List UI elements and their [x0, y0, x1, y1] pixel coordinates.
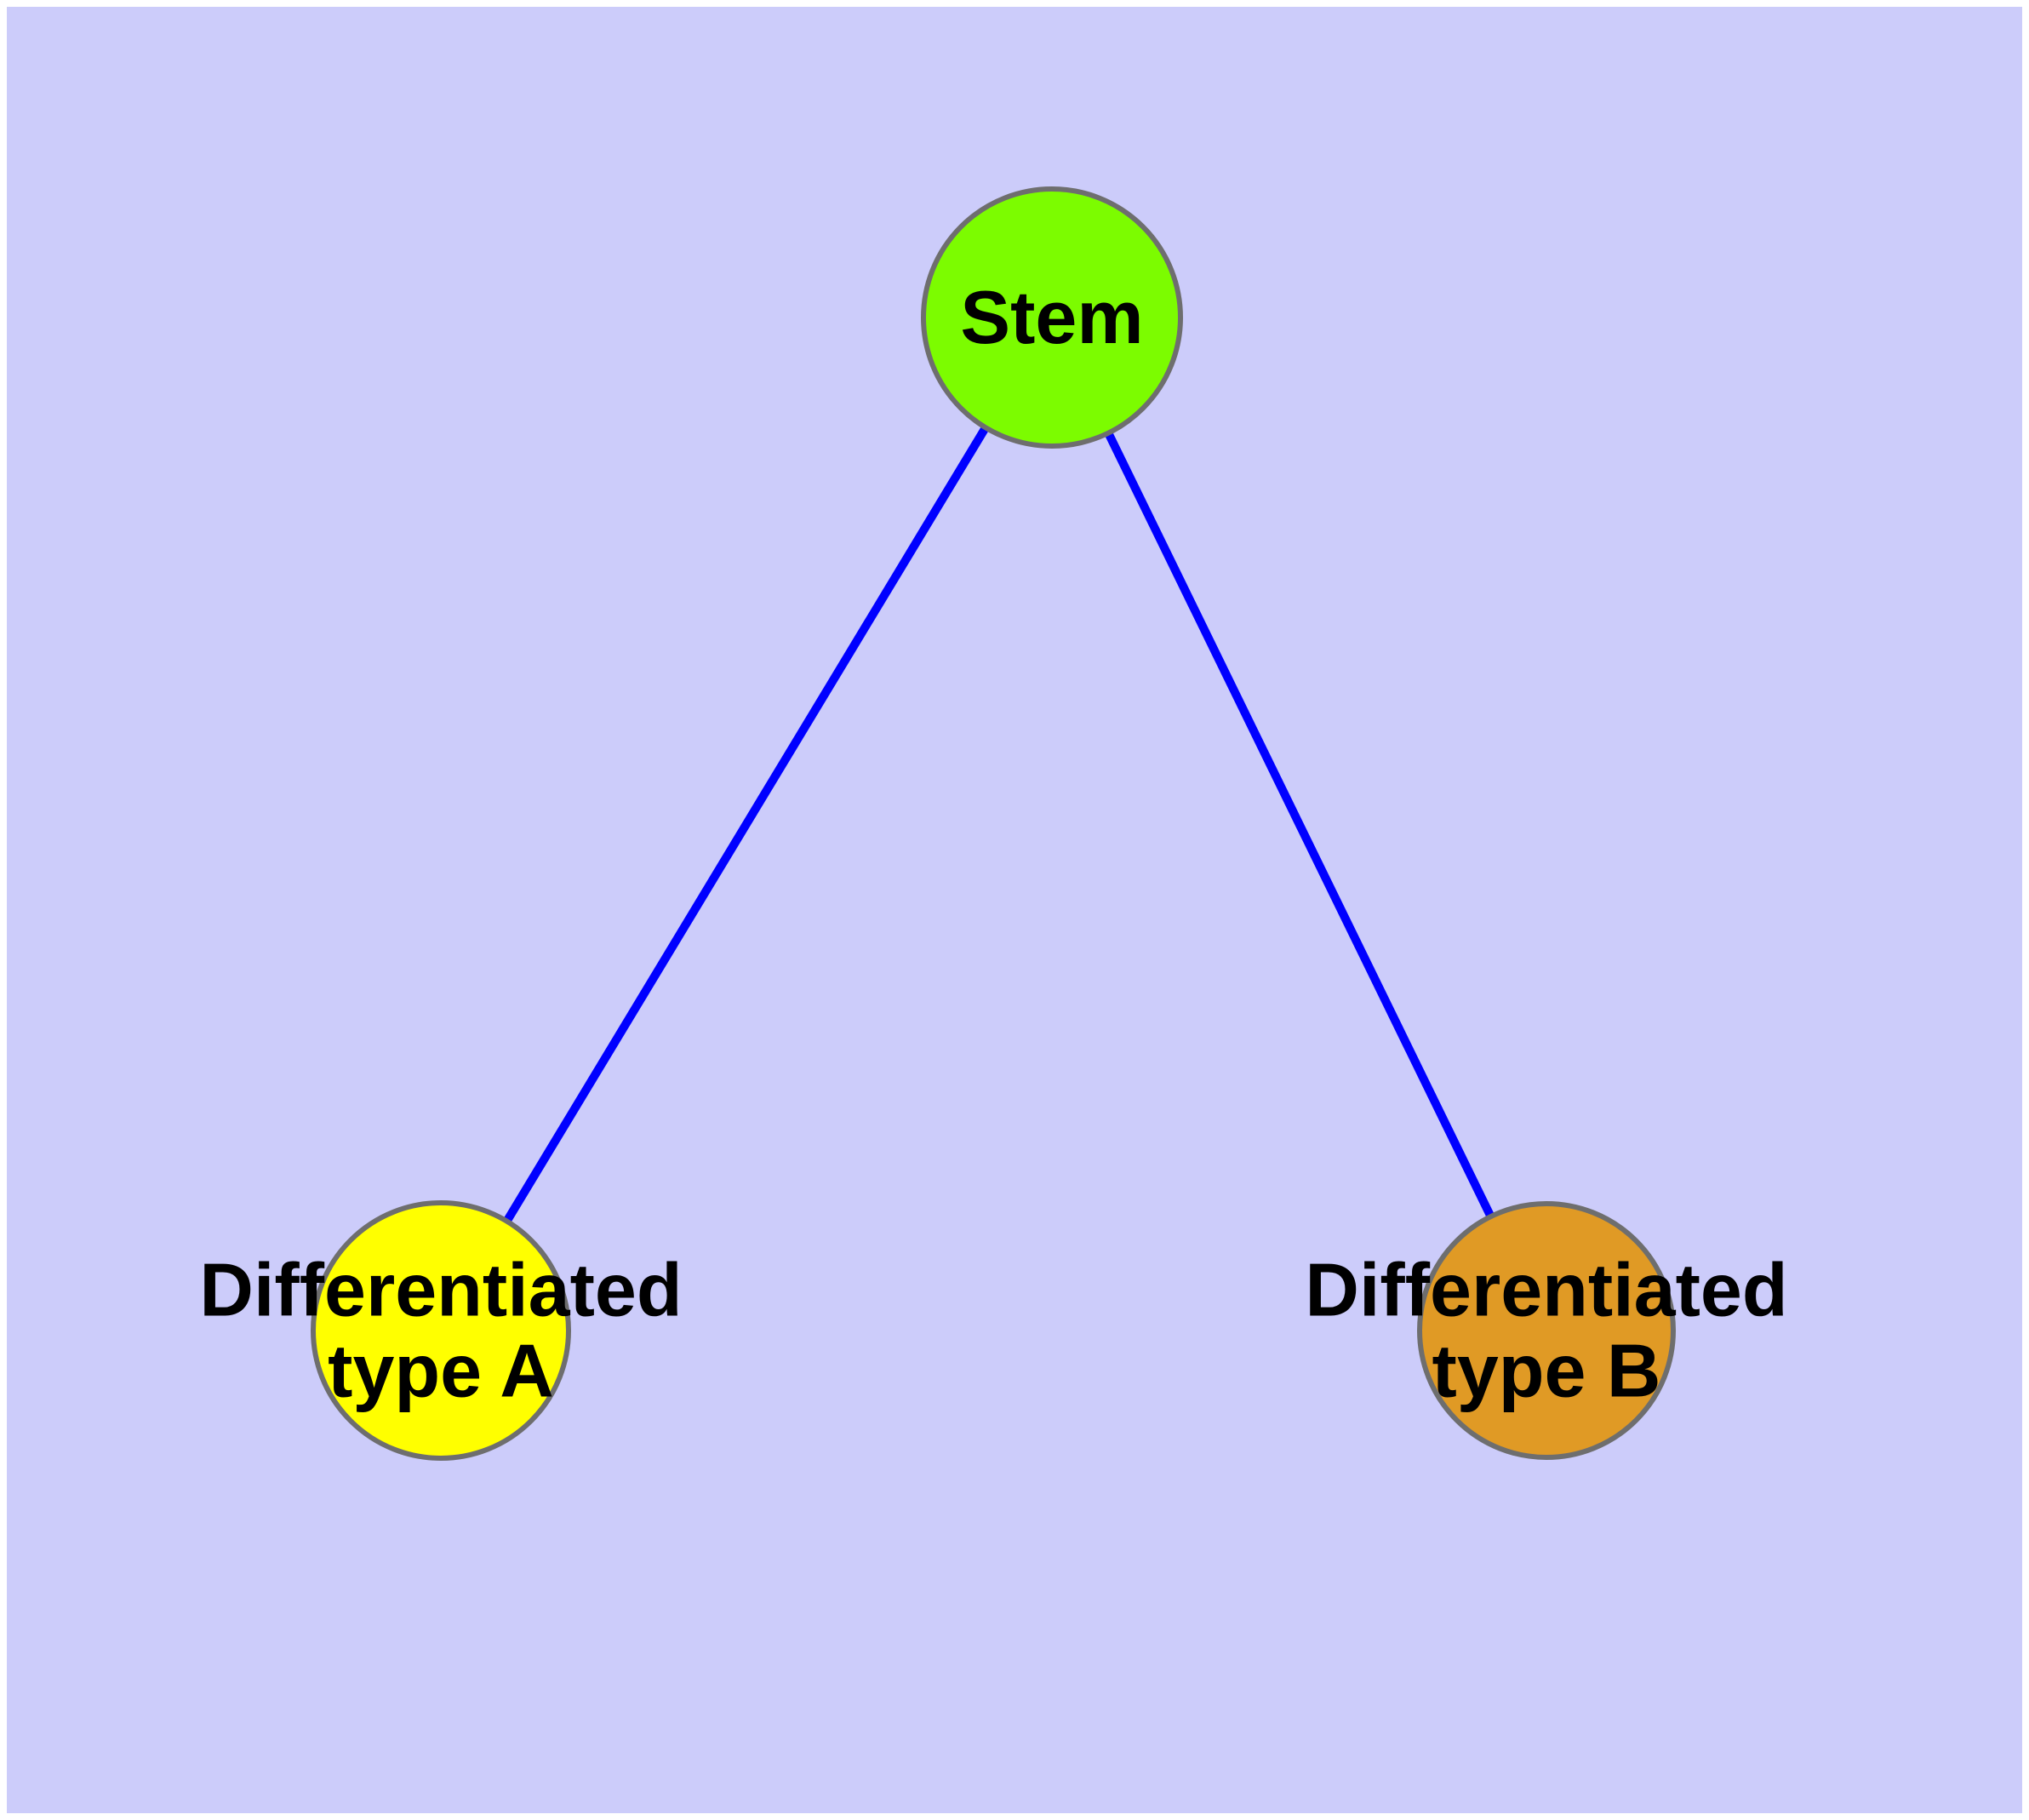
edges-layer — [437, 315, 1551, 1333]
node-label-line: Differentiated — [199, 1247, 682, 1331]
node-label-line: Stem — [960, 275, 1143, 359]
graph-edge[interactable] — [437, 315, 1056, 1333]
nodes-layer — [311, 186, 1676, 1461]
node-label-line: type A — [328, 1328, 554, 1412]
node-label-line: type B — [1432, 1328, 1661, 1412]
graph-node-diff-a[interactable] — [311, 1200, 571, 1461]
graph-edge[interactable] — [1048, 315, 1551, 1333]
graph-node-diff-b[interactable] — [1417, 1201, 1676, 1460]
node-label-line: Differentiated — [1305, 1247, 1787, 1331]
graph-node-label-stem: Stem — [960, 275, 1143, 359]
graph-node-stem[interactable] — [921, 186, 1183, 449]
